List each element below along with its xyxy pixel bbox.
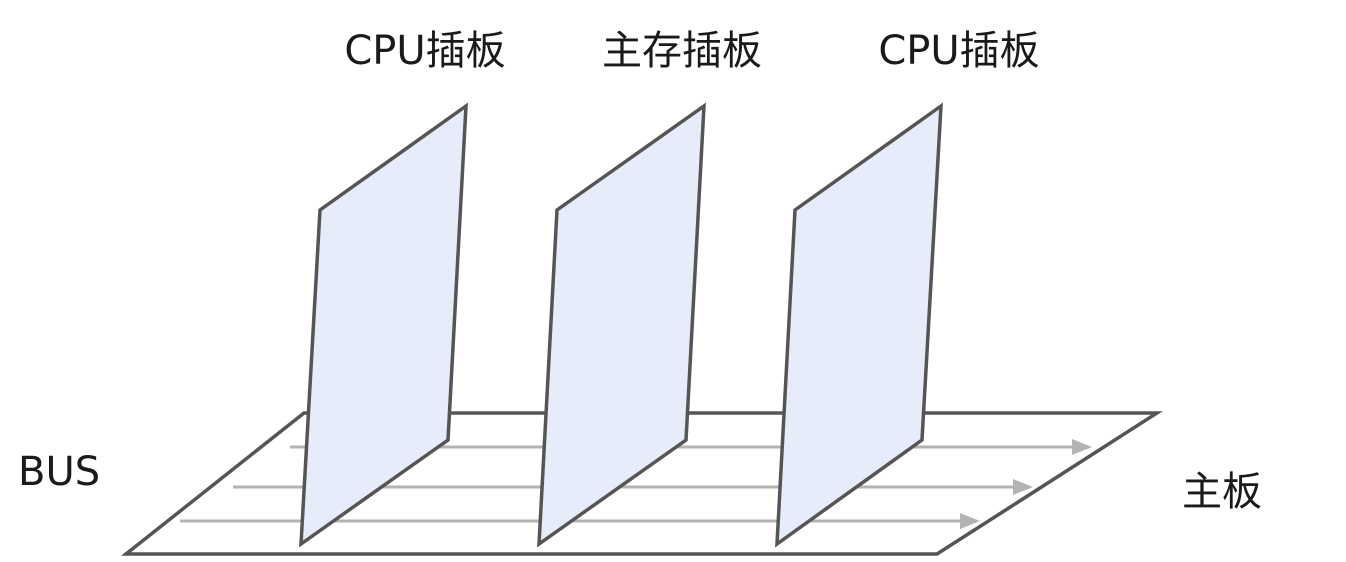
bus-arrowhead-1: [1072, 439, 1092, 455]
bus-arrowhead-3: [960, 513, 980, 529]
memory-card-panel: [537, 102, 706, 548]
bus-arrowhead-2: [1013, 479, 1033, 495]
cpu-card-1-panel: [299, 102, 468, 548]
cpu-card-2-label: CPU插板: [878, 28, 1039, 74]
bus-label: BUS: [18, 449, 100, 495]
cpu-card-1-label: CPU插板: [344, 28, 505, 74]
motherboard-label: 主板: [1182, 469, 1262, 515]
memory-card-label: 主存插板: [602, 28, 762, 74]
cpu-card-2-panel: [775, 102, 943, 548]
